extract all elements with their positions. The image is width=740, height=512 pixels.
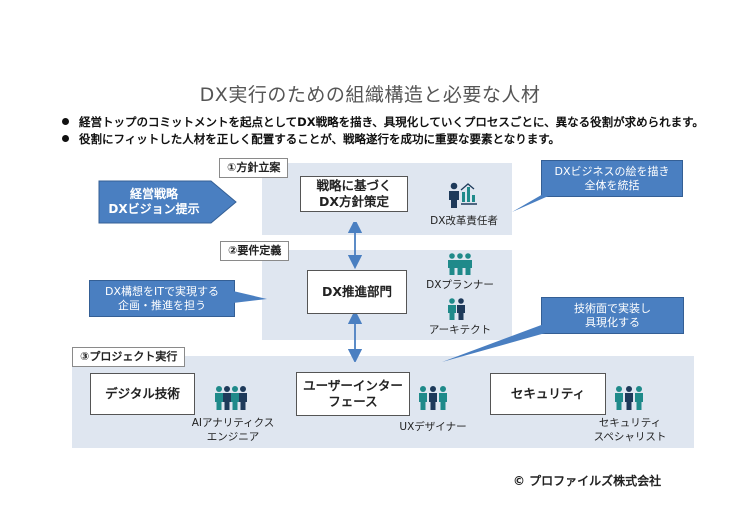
role-ux-designer: UXデザイナー: [399, 421, 467, 433]
stage-arrows: [347, 222, 363, 362]
role-dx-planner: DXプランナー: [426, 279, 494, 291]
project-box-security: セキュリティ: [490, 373, 606, 415]
bullet-dot: [62, 118, 69, 125]
role-architect: アーキテクト: [428, 324, 492, 336]
leader-with-chart-icon: [449, 182, 477, 208]
people-pair-icon: [448, 298, 465, 320]
callout-technical: 技術面で実装し 具現化する: [541, 297, 684, 334]
people-group-icon: [215, 386, 247, 410]
people-group-icon: [615, 386, 643, 410]
requirements-box: DX推進部門: [307, 270, 407, 314]
role-ai-analytics-engineer: AIアナリティクス エンジニア: [191, 417, 275, 443]
strategy-arrow-shape: [98, 180, 237, 224]
role-security-specialist: セキュリティ スペシャリスト: [593, 417, 667, 443]
callout-planning-pointer: [233, 291, 267, 303]
stage-label-project: ③プロジェクト実行: [72, 347, 186, 367]
bullet-dot: [62, 135, 69, 142]
people-group-icon: [419, 386, 447, 410]
stage-label-policy: ①方針立案: [219, 158, 289, 178]
callout-business-pointer: [512, 190, 562, 212]
role-dx-leader: DX改革責任者: [430, 215, 498, 227]
stage-label-requirements: ②要件定義: [220, 241, 290, 261]
callout-strategy: 経営戦略 DXビジョン提示: [108, 187, 200, 216]
people-group-icon: [448, 253, 472, 275]
callout-technical-pointer: [442, 324, 556, 362]
bullet-1: 経営トップのコミットメントを起点としてDX戦略を描き、具現化していくプロセスごと…: [62, 114, 704, 130]
project-box-user-interface: ユーザーインター フェース: [296, 372, 410, 416]
policy-box: 戦略に基づく DX方針策定: [300, 176, 408, 212]
page-title: DX実行のための組織構造と必要な人材: [199, 84, 541, 106]
callout-business: DXビジネスの絵を描き 全体を統括: [541, 160, 683, 197]
callout-planning: DX構想をITで実現する 企画・推進を担う: [89, 280, 235, 317]
copyright: © プロファイルズ株式会社: [513, 474, 662, 488]
project-box-digital-tech: デジタル技術: [90, 373, 195, 415]
bullet-2: 役割にフィットした人材を正しく配置することが、戦略遂行を成功に重要な要素となりま…: [62, 131, 560, 147]
